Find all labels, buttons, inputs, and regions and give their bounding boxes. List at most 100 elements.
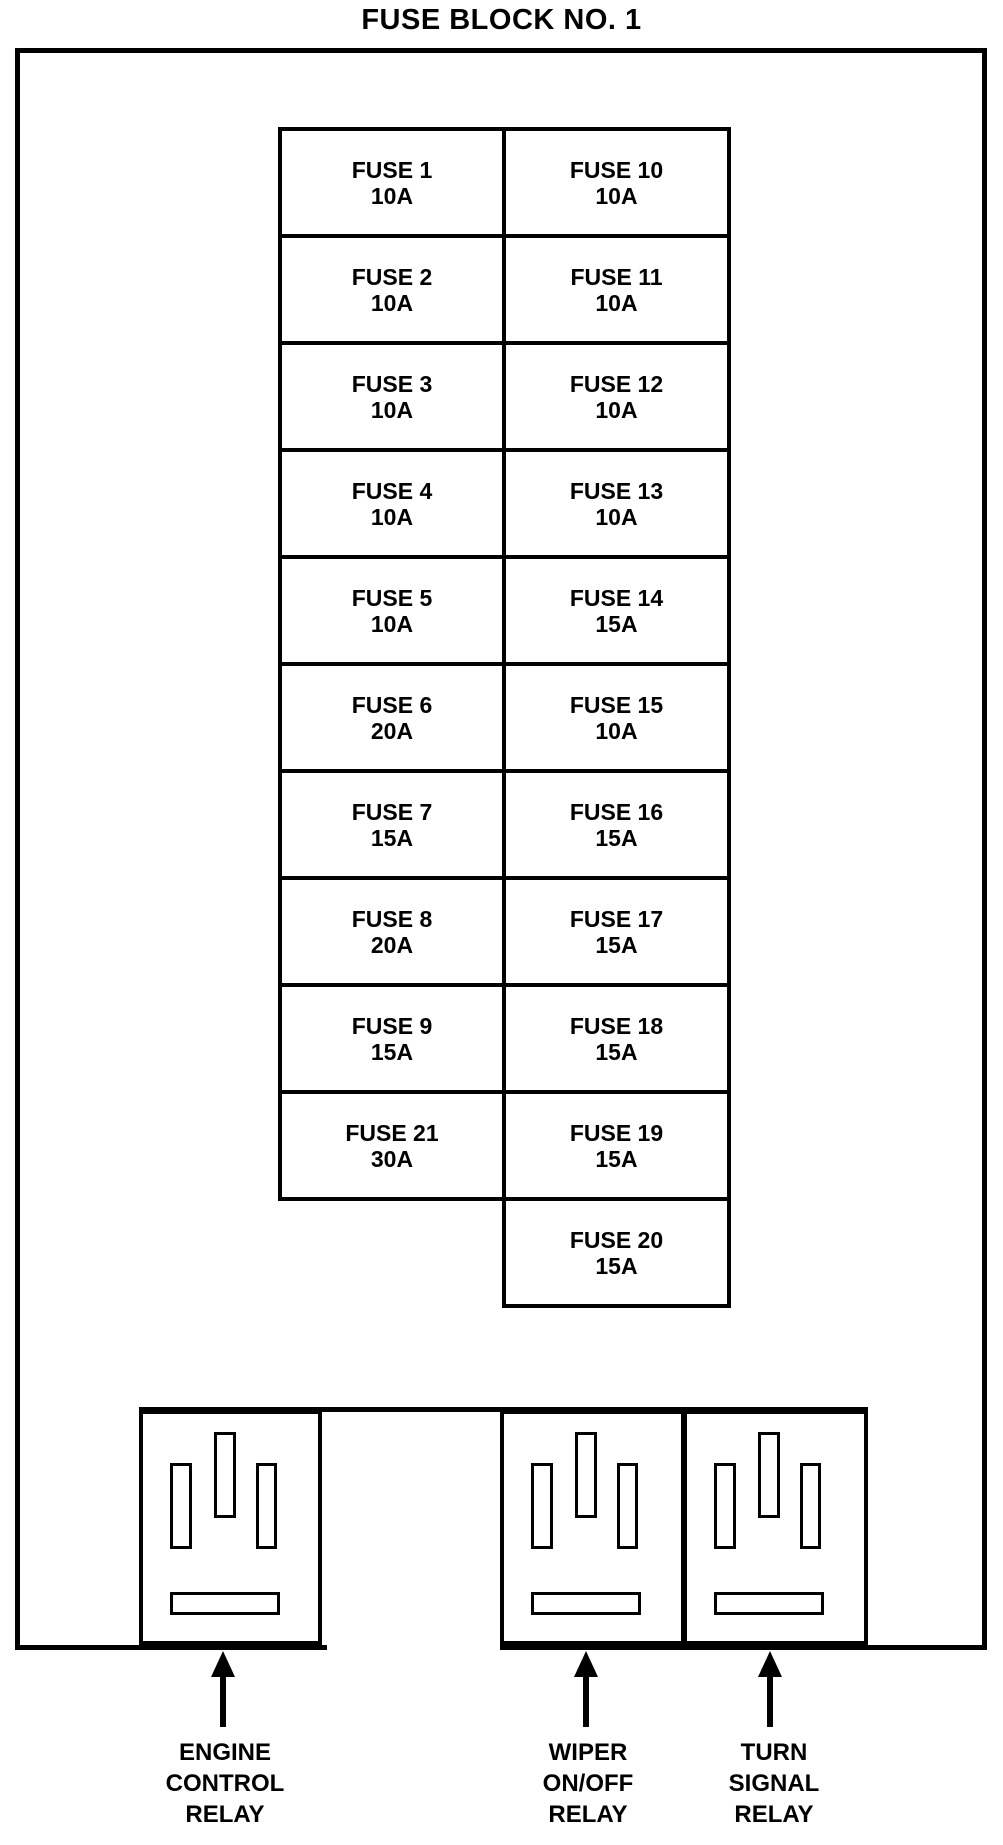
fuse-name: FUSE 2 — [351, 263, 433, 290]
relay-label-line: SIGNAL — [728, 1770, 820, 1797]
fuse-rating: 20A — [370, 717, 414, 744]
relay-label-line: RELAY — [548, 1801, 628, 1828]
fuse-cell-20: FUSE 20 15A — [502, 1197, 731, 1308]
fuse-rating: 10A — [370, 610, 414, 637]
fuse-name: FUSE 18 — [569, 1012, 664, 1039]
fuse-cell-9: FUSE 9 15A — [278, 983, 506, 1094]
fuse-column-right: FUSE 10 10A FUSE 11 10A FUSE 12 10A FUSE… — [502, 127, 731, 1308]
fuse-column-left: FUSE 1 10A FUSE 2 10A FUSE 3 10A FUSE 4 … — [278, 127, 506, 1201]
fuse-cell-12: FUSE 12 10A — [502, 341, 731, 452]
up-arrow-icon — [574, 1651, 598, 1677]
up-arrow-icon — [758, 1651, 782, 1677]
relay-pin-slot-wide-icon — [531, 1592, 641, 1615]
fuse-rating: 10A — [595, 503, 638, 530]
fuse-name: FUSE 19 — [569, 1119, 664, 1146]
relay-label-line: RELAY — [185, 1801, 265, 1828]
fuse-name: FUSE 21 — [345, 1119, 439, 1146]
fuse-name: FUSE 14 — [569, 584, 664, 611]
outline-bottom-segment-left — [15, 1645, 327, 1650]
fuse-rating: 15A — [370, 824, 414, 851]
fuse-rating: 20A — [370, 931, 414, 958]
fuse-cell-17: FUSE 17 15A — [502, 876, 731, 987]
fuse-rating: 30A — [370, 1145, 414, 1172]
relay-pin-slot-right-icon — [617, 1463, 638, 1549]
fuse-rating: 10A — [595, 289, 638, 316]
fuse-name: FUSE 7 — [351, 798, 433, 825]
relay-rail-line — [139, 1407, 868, 1412]
fuse-rating: 10A — [370, 396, 414, 423]
fuse-cell-2: FUSE 2 10A — [278, 234, 506, 345]
relay-label-line: WIPER — [548, 1739, 628, 1766]
relay-pin-slot-left-icon — [531, 1463, 553, 1549]
fuse-cell-11: FUSE 11 10A — [502, 234, 731, 345]
fuse-name: FUSE 4 — [351, 477, 433, 504]
relay-label-engine-control: ENGINE CONTROL RELAY — [105, 1737, 345, 1830]
relay-label-wiper-onoff: WIPER ON/OFF RELAY — [468, 1737, 708, 1830]
fuse-rating: 15A — [595, 1145, 638, 1172]
fuse-cell-1: FUSE 1 10A — [278, 127, 506, 238]
fuse-cell-16: FUSE 16 15A — [502, 769, 731, 880]
fuse-rating: 15A — [595, 931, 638, 958]
fuse-rating: 10A — [370, 289, 414, 316]
fuse-name: FUSE 6 — [351, 691, 433, 718]
relay-label-turn-signal: TURN SIGNAL RELAY — [654, 1737, 894, 1830]
relay-label-line: CONTROL — [165, 1770, 285, 1797]
fuse-cell-18: FUSE 18 15A — [502, 983, 731, 1094]
relay-pin-slot-middle-icon — [575, 1432, 597, 1518]
fuse-rating: 10A — [370, 182, 414, 209]
relay-pin-slot-wide-icon — [714, 1592, 824, 1615]
fuse-name: FUSE 1 — [351, 156, 433, 183]
fuse-name: FUSE 15 — [569, 691, 664, 718]
relay-label-line: ON/OFF — [542, 1770, 634, 1797]
relay-pin-slot-wide-icon — [170, 1592, 280, 1615]
fuse-rating: 15A — [595, 824, 638, 851]
fuse-rating: 10A — [370, 503, 414, 530]
fuse-name: FUSE 20 — [569, 1226, 664, 1253]
fuse-rating: 15A — [595, 1252, 638, 1279]
relay-pin-slot-middle-icon — [214, 1432, 236, 1518]
fuse-name: FUSE 16 — [569, 798, 664, 825]
relay-label-line: TURN — [740, 1739, 808, 1766]
relay-pin-slot-middle-icon — [758, 1432, 780, 1518]
fuse-name: FUSE 11 — [570, 263, 663, 290]
fuse-cell-21: FUSE 21 30A — [278, 1090, 506, 1201]
fuse-name: FUSE 9 — [351, 1012, 433, 1039]
relay-pin-slot-right-icon — [256, 1463, 277, 1549]
fuse-cell-7: FUSE 7 15A — [278, 769, 506, 880]
up-arrow-stem — [583, 1675, 589, 1727]
relay-pin-slot-left-icon — [170, 1463, 192, 1549]
relay-pin-slot-left-icon — [714, 1463, 736, 1549]
fuse-cell-4: FUSE 4 10A — [278, 448, 506, 559]
fuse-cell-19: FUSE 19 15A — [502, 1090, 731, 1201]
relay-pin-slot-right-icon — [800, 1463, 821, 1549]
fuse-name: FUSE 5 — [351, 584, 433, 611]
fuse-cell-14: FUSE 14 15A — [502, 555, 731, 666]
fuse-rating: 15A — [595, 1038, 638, 1065]
fuse-rating: 15A — [595, 610, 638, 637]
fuse-name: FUSE 13 — [569, 477, 664, 504]
up-arrow-stem — [220, 1675, 226, 1727]
relay-symbol-wiper-onoff — [500, 1410, 685, 1645]
relay-symbol-engine-control — [139, 1410, 322, 1645]
fuse-rating: 10A — [595, 717, 638, 744]
up-arrow-icon — [211, 1651, 235, 1677]
fuse-cell-8: FUSE 8 20A — [278, 876, 506, 987]
fuse-name: FUSE 10 — [569, 156, 664, 183]
fuse-name: FUSE 12 — [569, 370, 664, 397]
relay-label-line: RELAY — [734, 1801, 814, 1828]
fuse-rating: 10A — [595, 182, 638, 209]
fuse-cell-13: FUSE 13 10A — [502, 448, 731, 559]
fuse-cell-10: FUSE 10 10A — [502, 127, 731, 238]
fuse-cell-15: FUSE 15 10A — [502, 662, 731, 773]
fuse-name: FUSE 17 — [569, 905, 664, 932]
page-title: FUSE BLOCK NO. 1 — [361, 4, 642, 36]
relay-label-line: ENGINE — [178, 1739, 271, 1766]
fuse-cell-3: FUSE 3 10A — [278, 341, 506, 452]
fuse-block-outline — [15, 48, 987, 1650]
fuse-name: FUSE 3 — [351, 370, 433, 397]
fuse-rating: 10A — [595, 396, 638, 423]
up-arrow-stem — [767, 1675, 773, 1727]
fuse-cell-5: FUSE 5 10A — [278, 555, 506, 666]
relay-symbol-turn-signal — [683, 1410, 868, 1645]
outline-bottom-segment-right — [500, 1645, 987, 1650]
